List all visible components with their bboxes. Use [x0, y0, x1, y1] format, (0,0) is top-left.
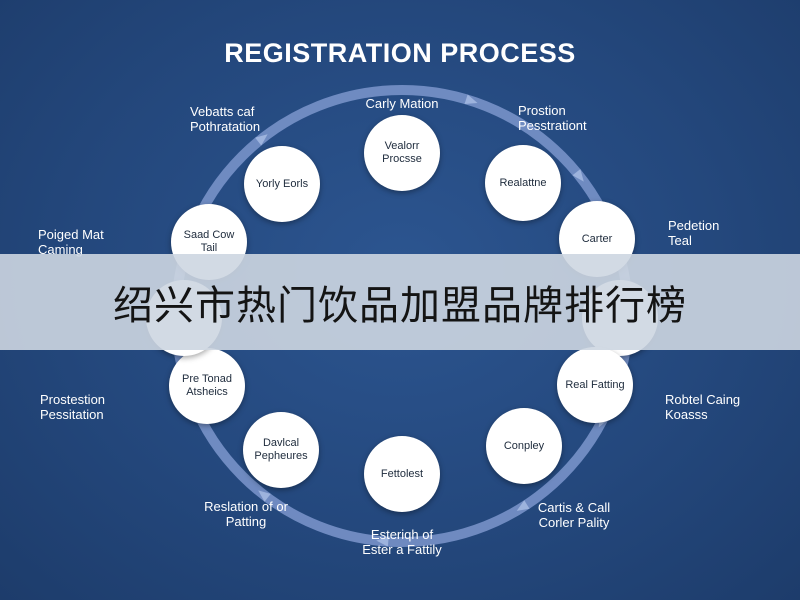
- outer-label-top: Carly Mation: [365, 96, 439, 111]
- flow-arrow-2: [572, 169, 584, 182]
- diagram-title: REGISTRATION PROCESS: [224, 38, 576, 68]
- cycle-node-6-text: Conpley: [503, 439, 545, 452]
- outer-label-left-upper: Poiged Mat Caming: [38, 227, 104, 257]
- cycle-node-2: Realattne: [485, 145, 561, 221]
- cycle-node-5-text: Real Fatting: [565, 378, 625, 391]
- flow-arrow-5: [516, 500, 530, 511]
- cycle-node-2-text: Realattne: [499, 176, 547, 189]
- outer-label-right-lower: Robtel Caing Koasss: [665, 392, 741, 422]
- overlay-banner: 绍兴市热门饮品加盟品牌排行榜: [0, 254, 800, 350]
- outer-label-left-lower: Prostestion Pessitation: [40, 392, 106, 422]
- cycle-node-9-text: Pre Tonad Atsheics: [182, 373, 232, 398]
- flow-arrow-6: [376, 536, 389, 547]
- cycle-node-12-text: Yorly Eorls: [255, 177, 309, 190]
- cycle-node-8: Davlcal Pepheures: [243, 412, 319, 488]
- outer-label-right-upper: Pedetion Teal: [668, 218, 720, 248]
- flow-arrow-10: [255, 134, 268, 146]
- cycle-node-3-text: Carter: [581, 232, 613, 245]
- outer-label-bottom: Esteriqh of Ester a Fattily: [362, 527, 442, 557]
- banner-text: 绍兴市热门饮品加盟品牌排行榜: [113, 283, 687, 329]
- cycle-node-9: Pre Tonad Atsheics: [169, 348, 245, 424]
- cycle-node-1-text: Vealorr Procsse: [382, 140, 422, 165]
- cycle-node-7-text: Fettolest: [380, 467, 424, 480]
- cycle-node-1: Vealorr Procsse: [364, 115, 440, 191]
- outer-label-top-left: Vebatts caf Pothratation: [190, 104, 261, 134]
- cycle-node-12: Yorly Eorls: [244, 146, 320, 222]
- cycle-node-11-text: Saad Cow Tail: [183, 229, 235, 254]
- cycle-node-8-text: Davlcal Pepheures: [254, 437, 308, 462]
- cycle-node-5: Real Fatting: [557, 347, 633, 423]
- cycle-node-6: Conpley: [486, 408, 562, 484]
- cycle-node-7: Fettolest: [364, 436, 440, 512]
- outer-label-top-right: Prostion Pesstrationt: [518, 103, 587, 133]
- flow-arrow-7: [258, 490, 271, 502]
- outer-label-bottom-left: Reslation of or Patting: [204, 499, 288, 529]
- flow-arrow-1: [464, 94, 478, 105]
- outer-label-bottom-right: Cartis & Call Corler Pality: [537, 500, 611, 530]
